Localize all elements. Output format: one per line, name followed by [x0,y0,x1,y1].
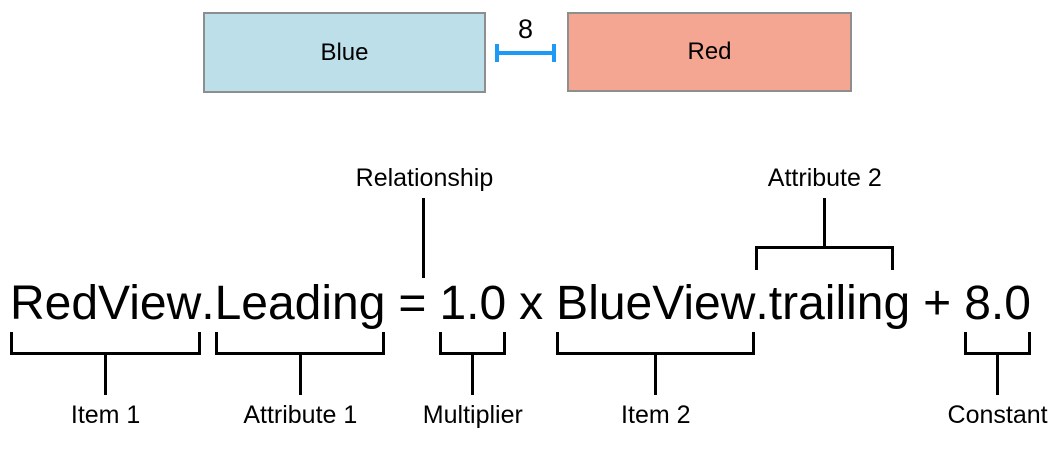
attribute1-bracket [215,332,386,355]
equation-multiply-sign-text: x [519,277,544,330]
attribute2-label: Attribute 2 [767,164,882,192]
equation-term-attribute2: Attribute 2 .trailing [755,155,910,429]
attribute1-stem [298,355,302,395]
spacing-indicator: 8 [495,16,556,62]
equation-item2-text: BlueView [556,277,756,330]
multiplier-stem [471,355,475,395]
equation-term-item2: BlueView Item 2 [556,155,756,429]
item2-bracket [556,332,756,355]
blue-view-box: Blue [203,12,486,93]
equation-attribute2-text: .trailing [755,277,911,330]
ibeam-bar [495,51,556,55]
blue-view-label: Blue [320,38,369,66]
attribute1-label: Attribute 1 [243,401,358,429]
equation-term-multiply-sign: x [519,155,543,429]
equation-plus-sign-text: + [923,277,952,330]
equation-term-item1: RedView Item 1 [10,155,202,429]
ibeam-right-cap [552,44,556,62]
attribute2-stem [823,198,827,246]
red-view-label: Red [687,38,732,65]
multiplier-bracket [439,332,507,355]
equation-term-constant: 8.0 Constant [948,155,1048,429]
equation-term-relation: Relationship = [356,155,494,429]
relationship-stem [422,198,426,278]
item1-stem [104,355,108,395]
equation-term-plus-sign: + [923,155,951,429]
equation-relation-text: = [398,277,427,330]
attribute2-bracket [755,246,895,270]
constant-stem [996,355,1000,395]
constant-bracket [964,332,1031,355]
item2-stem [654,355,658,395]
horizontal-spacing-ibeam-icon [495,44,556,62]
equation-term-multiplier: 1.0 Multiplier [423,155,523,429]
item2-label: Item 2 [621,401,691,429]
constant-label: Constant [947,401,1048,429]
item1-bracket [10,332,202,355]
equation-term-attribute1: .Leading Attribute 1 [201,155,386,429]
equation-multiplier-text: 1.0 [439,277,507,330]
equation-item1-text: RedView [10,277,202,330]
multiplier-label: Multiplier [422,401,523,429]
spacing-value: 8 [517,14,534,44]
equation-constant-text: 8.0 [964,277,1031,330]
red-view-box: Red [567,12,852,92]
item1-label: Item 1 [70,401,141,429]
equation-attribute1-text: .Leading [201,277,386,330]
relationship-label: Relationship [355,164,494,192]
constraint-equation: RedView Item 1 .Leading Attribute 1 Rela… [10,155,1048,429]
